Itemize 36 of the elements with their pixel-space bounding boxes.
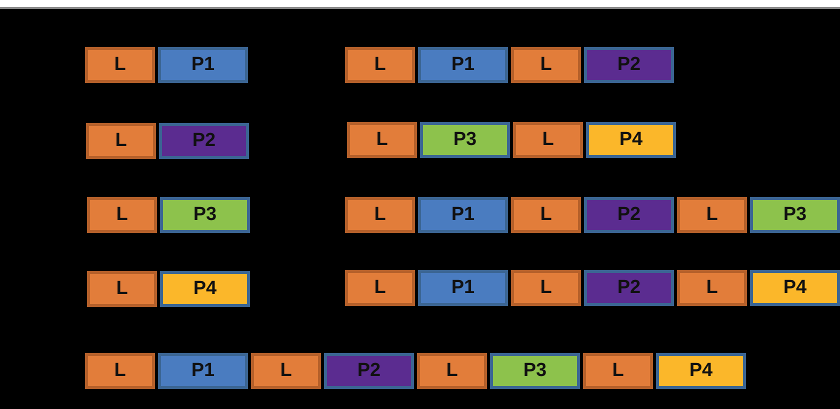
segment-box: L [87, 197, 157, 233]
segment-box: L [87, 271, 157, 307]
segment-box: P2 [159, 123, 249, 159]
segment-box: P2 [584, 197, 674, 233]
segment-box: L [347, 122, 417, 158]
segment-box: L [677, 270, 747, 306]
segment-box: L [677, 197, 747, 233]
segment-box: L [85, 47, 155, 83]
segment-box: P4 [750, 270, 840, 306]
segment-box: P1 [158, 47, 248, 83]
segment-box: P4 [160, 271, 250, 307]
segment-box: P3 [750, 197, 840, 233]
segment-box: L [86, 123, 156, 159]
segment-box: P2 [584, 270, 674, 306]
segment-box: L [417, 353, 487, 389]
segment-box: P3 [420, 122, 510, 158]
segment-box: P2 [324, 353, 414, 389]
segment-box: P1 [158, 353, 248, 389]
segment-box: P1 [418, 47, 508, 83]
segment-box: P1 [418, 270, 508, 306]
segment-box: L [583, 353, 653, 389]
segment-box: P3 [160, 197, 250, 233]
segment-box: P3 [490, 353, 580, 389]
segment-box: P2 [584, 47, 674, 83]
segment-box: L [345, 47, 415, 83]
segment-box: L [345, 270, 415, 306]
segment-box: L [511, 47, 581, 83]
segment-box: L [511, 197, 581, 233]
segment-box: P4 [586, 122, 676, 158]
segment-box: P4 [656, 353, 746, 389]
segment-box: L [85, 353, 155, 389]
segment-box: L [251, 353, 321, 389]
segment-box: L [511, 270, 581, 306]
segment-box: P1 [418, 197, 508, 233]
segment-box: L [513, 122, 583, 158]
segment-box: L [345, 197, 415, 233]
